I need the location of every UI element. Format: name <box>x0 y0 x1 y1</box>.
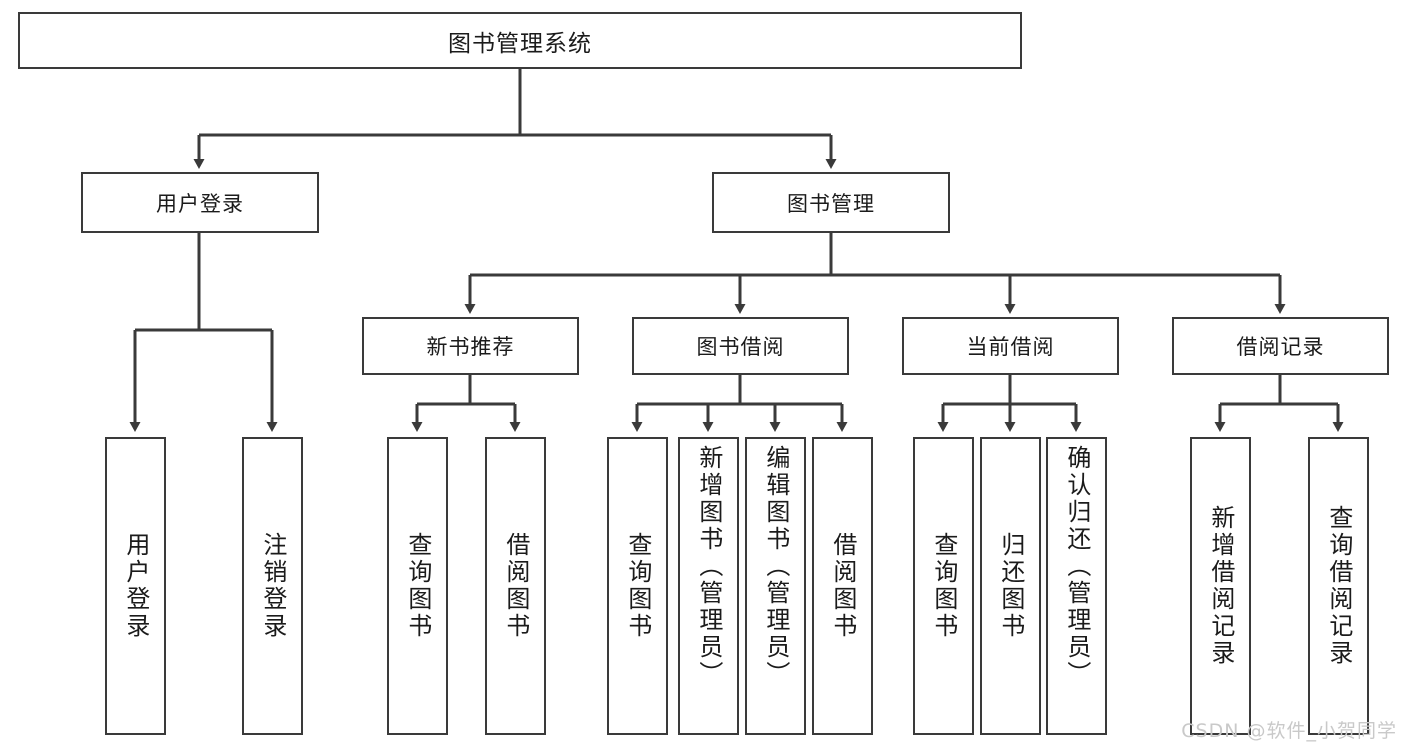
node-book-management[interactable]: 图书管理 <box>712 172 950 233</box>
leaf-user-login[interactable]: 用户登录 <box>105 437 166 735</box>
node-user-login[interactable]: 用户登录 <box>81 172 319 233</box>
node-current-borrow[interactable]: 当前借阅 <box>902 317 1119 375</box>
node-label: 新增图书（管理员） <box>694 445 723 688</box>
leaf-query-book-current[interactable]: 查询图书 <box>913 437 974 735</box>
leaf-logout[interactable]: 注销登录 <box>242 437 303 735</box>
node-label: 借阅记录 <box>1236 335 1325 359</box>
leaf-query-borrow-record[interactable]: 查询借阅记录 <box>1308 437 1369 735</box>
node-label: 图书管理 <box>787 191 875 216</box>
node-label: 归还图书 <box>996 532 1025 640</box>
node-label: 编辑图书（管理员） <box>761 445 790 688</box>
node-label: 查询图书 <box>403 532 432 640</box>
node-book-borrow[interactable]: 图书借阅 <box>632 317 849 375</box>
leaf-add-book-admin[interactable]: 新增图书（管理员） <box>678 437 739 735</box>
leaf-query-book-new[interactable]: 查询图书 <box>387 437 448 735</box>
node-label: 注销登录 <box>258 532 287 640</box>
leaf-return-book[interactable]: 归还图书 <box>980 437 1041 735</box>
node-label: 借阅图书 <box>828 532 857 640</box>
node-label: 图书管理系统 <box>448 30 592 57</box>
node-label: 借阅图书 <box>501 532 530 640</box>
leaf-add-borrow-record[interactable]: 新增借阅记录 <box>1190 437 1251 735</box>
node-label: 用户登录 <box>156 191 244 216</box>
node-label: 新书推荐 <box>426 335 515 359</box>
node-root-library-system[interactable]: 图书管理系统 <box>18 12 1022 69</box>
leaf-borrow-book-new[interactable]: 借阅图书 <box>485 437 546 735</box>
leaf-borrow-book[interactable]: 借阅图书 <box>812 437 873 735</box>
node-label: 查询图书 <box>929 532 958 640</box>
node-label: 查询图书 <box>623 532 652 640</box>
node-label: 当前借阅 <box>966 335 1055 359</box>
node-new-book-recommend[interactable]: 新书推荐 <box>362 317 579 375</box>
leaf-edit-book-admin[interactable]: 编辑图书（管理员） <box>745 437 806 735</box>
node-borrow-record[interactable]: 借阅记录 <box>1172 317 1389 375</box>
node-label: 新增借阅记录 <box>1206 505 1235 667</box>
node-label: 确认归还（管理员） <box>1062 445 1091 688</box>
node-label: 用户登录 <box>121 532 150 640</box>
leaf-confirm-return-admin[interactable]: 确认归还（管理员） <box>1046 437 1107 735</box>
node-label: 查询借阅记录 <box>1324 505 1353 667</box>
node-label: 图书借阅 <box>696 335 785 359</box>
leaf-query-book-borrow[interactable]: 查询图书 <box>607 437 668 735</box>
